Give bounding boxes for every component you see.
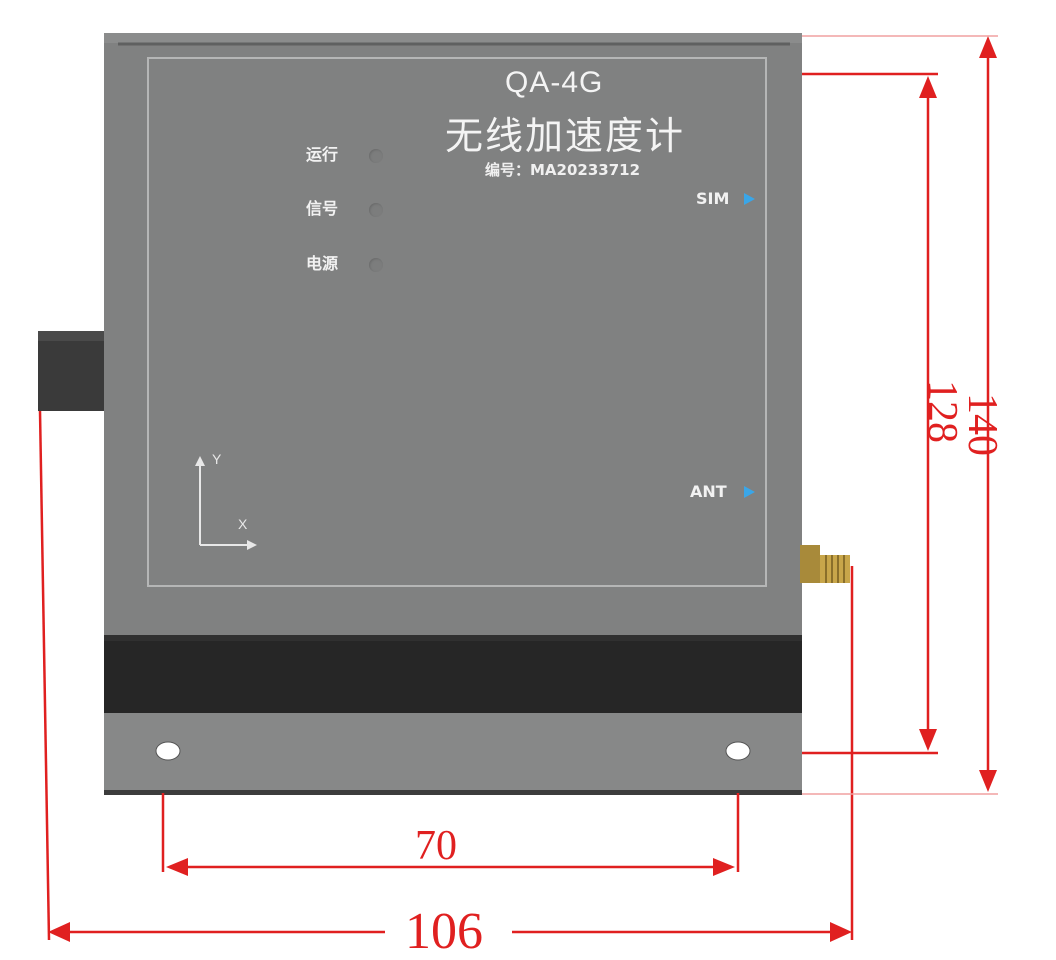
sim-port-label: SIM: [696, 189, 730, 208]
dimension-overall-width: 106: [405, 903, 483, 960]
antenna-connector: [800, 545, 820, 583]
dimension-overall-height: 140: [959, 393, 1005, 456]
axis-icon: [195, 456, 257, 550]
indicator-power-led-icon: [369, 258, 383, 272]
indicator-power-label: 电源: [306, 254, 339, 273]
ant-port-label: ANT: [690, 482, 727, 501]
axis-x-label: X: [238, 516, 248, 532]
sim-arrow-icon: [744, 193, 755, 205]
indicator-signal-led-icon: [369, 203, 383, 217]
model-name: QA-4G: [505, 66, 604, 99]
dimension-inner-height: 128: [919, 380, 965, 443]
indicator-run-label: 运行: [306, 145, 339, 164]
cable-gland: [38, 331, 108, 411]
axis-y-label: Y: [212, 451, 222, 467]
ant-arrow-icon: [744, 486, 755, 498]
mount-hole-left: [155, 741, 181, 761]
serial-number: 编号：MA20233712: [485, 161, 641, 179]
indicator-run-led-icon: [369, 149, 383, 163]
base-plate: [104, 713, 802, 793]
indicator-signal-label: 信号: [306, 199, 339, 218]
bottom-band: [104, 635, 802, 713]
front-panel: [147, 57, 767, 587]
dim-106-ext-left: [38, 410, 51, 941]
dimension-hole-spacing: 70: [415, 823, 457, 869]
product-name: 无线加速度计: [445, 114, 686, 158]
mount-hole-right: [725, 741, 751, 761]
